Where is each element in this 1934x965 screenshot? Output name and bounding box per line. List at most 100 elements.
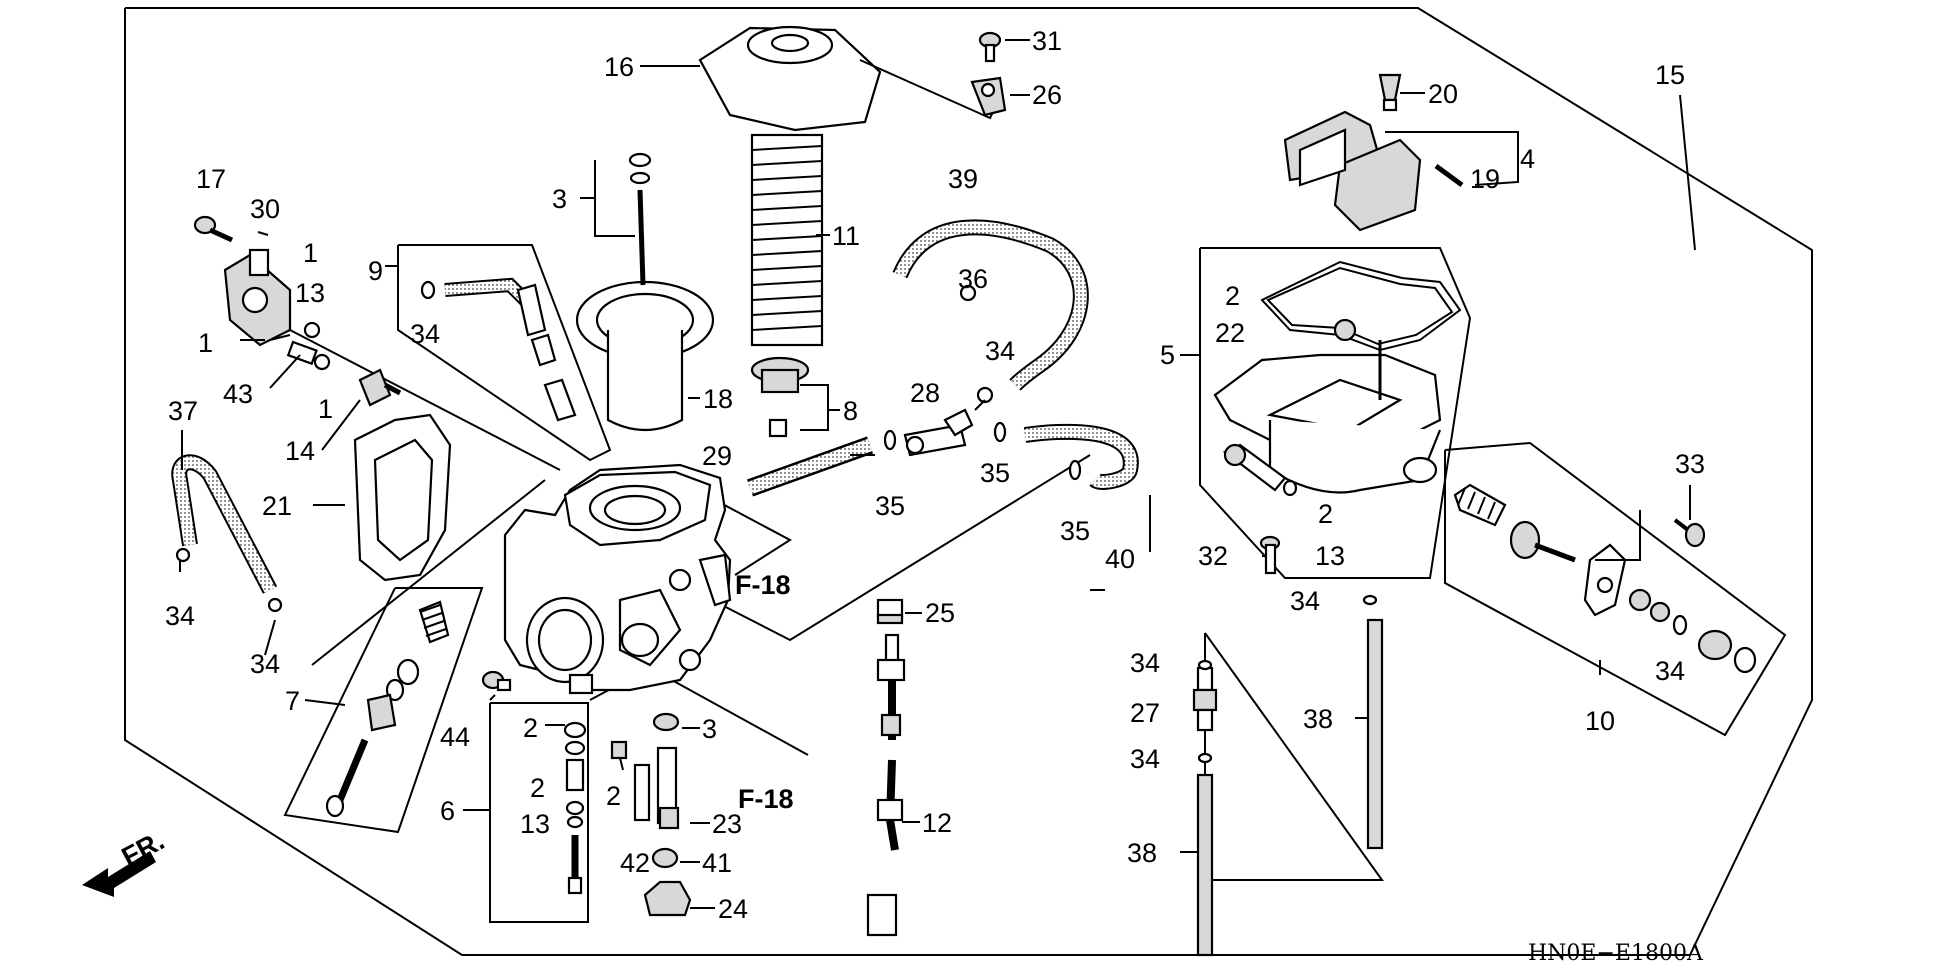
callout-24: 24 — [718, 894, 748, 924]
screw-44 — [481, 670, 512, 692]
callout-35-b: 35 — [980, 458, 1010, 488]
callout-14: 14 — [285, 436, 315, 466]
screw-43 — [286, 340, 318, 366]
screw-33 — [1673, 518, 1706, 548]
main-jet-23 — [656, 746, 680, 830]
callout-6: 6 — [440, 796, 455, 826]
callout-41: 41 — [702, 848, 732, 878]
callout-3-lower: 3 — [702, 714, 717, 744]
float-4 — [1283, 110, 1422, 232]
clip-36 — [959, 284, 977, 302]
jet-holder-2 — [610, 740, 628, 760]
group-box-38 — [1204, 632, 1384, 881]
o-ring-1 — [313, 353, 331, 371]
callout-29: 29 — [702, 441, 732, 471]
joint-28 — [903, 408, 974, 457]
group-box-7 — [283, 587, 484, 834]
callout-13-six: 13 — [520, 809, 550, 839]
callout-39: 39 — [948, 164, 978, 194]
group-box-10 — [1444, 441, 1787, 737]
slow-jet-42 — [633, 763, 651, 822]
callout-5: 5 — [1160, 340, 1175, 370]
callout-15: 15 — [1655, 60, 1685, 90]
callout-21: 21 — [262, 491, 292, 521]
heater-12 — [866, 633, 906, 937]
hose-40 — [1024, 425, 1137, 488]
clip-35-c — [1068, 459, 1082, 481]
callout-labels: 31 26 16 11 3 18 8 39 36 34 28 29 35 35 … — [117, 26, 1705, 965]
callout-2-gasket: 2 — [1225, 281, 1240, 311]
callout-38-upper: 38 — [1303, 704, 1333, 734]
cover-21 — [353, 413, 452, 582]
float-valve-20 — [1378, 73, 1402, 112]
clip-34-left — [175, 547, 191, 563]
callout-34-hose: 34 — [985, 336, 1015, 366]
callout-34-pump: 34 — [410, 319, 440, 349]
clip-35-a — [883, 429, 897, 451]
o-ring-13 — [303, 321, 321, 339]
callout-34-joint-bottom: 34 — [1130, 744, 1160, 774]
callout-2-six-top: 2 — [523, 713, 538, 743]
callout-19: 19 — [1470, 164, 1500, 194]
callout-34-aircut: 34 — [1655, 656, 1685, 686]
callout-34-joint-top: 34 — [1130, 648, 1160, 678]
callout-17: 17 — [196, 164, 226, 194]
hose-37 — [173, 456, 276, 593]
callout-37: 37 — [168, 396, 198, 426]
clip-34-d — [1362, 594, 1378, 606]
callout-11: 11 — [832, 221, 860, 251]
callout-4: 4 — [1520, 144, 1535, 174]
callout-34-left: 34 — [165, 601, 195, 631]
callout-2-six-mid: 2 — [530, 773, 545, 803]
callout-13-drain: 13 — [1315, 541, 1345, 571]
callout-12: 12 — [922, 808, 952, 838]
screw-14 — [358, 368, 402, 407]
needle-holder-8 — [750, 356, 810, 438]
callout-42: 42 — [620, 848, 650, 878]
callout-22: 22 — [1215, 318, 1245, 348]
carburetor-body — [503, 463, 732, 695]
callout-34-left2: 34 — [250, 649, 280, 679]
callout-30: 30 — [250, 194, 280, 224]
float-chamber-5 — [1213, 318, 1442, 494]
clip-34-b — [1197, 659, 1213, 671]
screw-31 — [978, 31, 1002, 63]
callout-44: 44 — [440, 722, 470, 752]
clip-35-b — [993, 421, 1007, 443]
hose-29 — [747, 438, 873, 495]
clip-34-c — [1197, 752, 1213, 764]
callout-20: 20 — [1428, 79, 1458, 109]
callout-38-lower: 38 — [1127, 838, 1157, 868]
callout-1-top: 1 — [303, 238, 318, 268]
callout-8: 8 — [843, 396, 858, 426]
callout-31: 31 — [1032, 26, 1062, 56]
jet-needle-3 — [628, 152, 652, 286]
callout-16: 16 — [604, 52, 634, 82]
callout-1-mid: 1 — [318, 394, 333, 424]
callout-27: 27 — [1130, 698, 1160, 728]
callout-32: 32 — [1198, 541, 1228, 571]
callout-43: 43 — [223, 379, 253, 409]
callout-40: 40 — [1105, 544, 1135, 574]
drain-plug-24 — [643, 880, 692, 917]
callout-28: 28 — [910, 378, 940, 408]
callout-23: 23 — [712, 809, 742, 839]
callout-34-tube: 34 — [1290, 586, 1320, 616]
outer-frame — [124, 7, 1813, 956]
air-cut-valve-10 — [1453, 483, 1757, 674]
plug-3 — [652, 712, 680, 732]
cover-30 — [223, 248, 292, 347]
callout-26: 26 — [1032, 80, 1062, 110]
callout-25: 25 — [925, 598, 955, 628]
clamp-26 — [970, 76, 1007, 117]
float-pin-19 — [1434, 163, 1464, 188]
screw-32 — [1259, 535, 1281, 575]
callout-18: 18 — [703, 384, 733, 414]
drain-screw — [1222, 443, 1298, 497]
tube-38-lower — [1196, 773, 1214, 957]
hose-39 — [894, 221, 1087, 390]
callout-13-top: 13 — [295, 278, 325, 308]
plug-41 — [651, 847, 679, 869]
spring-11 — [750, 133, 824, 347]
